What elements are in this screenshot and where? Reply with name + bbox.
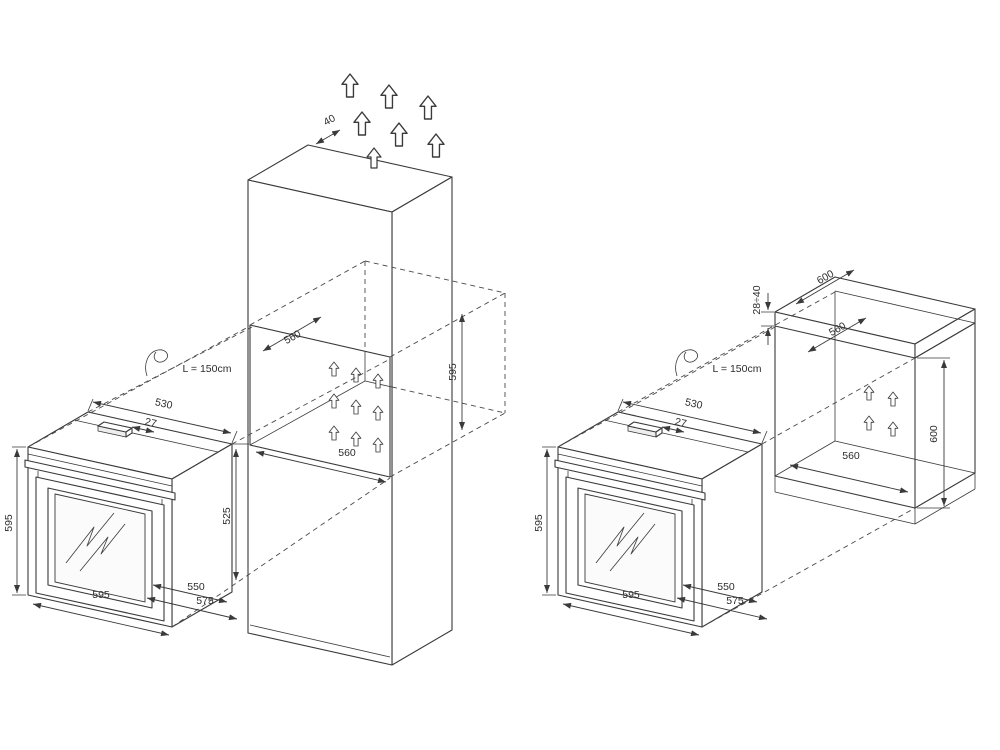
worktop-underside-edge [834,290,976,324]
niche-hidden-edges [249,260,506,478]
ventilation-arrows-niche [863,385,899,437]
cabinet-plinth [774,473,976,525]
ventilation-arrows-top [341,73,445,169]
insertion-guides [27,325,391,628]
dim-oven-total-depth-label: 575 [196,595,214,607]
dim-lower-section-label: 525 [221,507,233,525]
tall-cabinet-column [247,144,506,666]
niche-floor-edge [249,380,366,446]
dim-oven-height-label: 595 [533,514,545,532]
dim-oven-total-depth-label: 575 [726,595,744,607]
column-front-face [247,179,393,666]
dim-oven-depth-label: 550 [717,581,735,593]
column-side-face [391,176,453,666]
dim-oven-width-label: 595 [622,589,640,601]
niche-floor-left-edge [774,440,836,477]
right-dimensions: 28÷40 600 L = 150cm 530 27 595 595 550 [533,268,950,637]
dim-niche-height-label: 600 [928,425,940,443]
niche-front-bottom-edge [774,475,916,509]
cable-length-label: L = 150cm [713,363,762,375]
column-plinth-line [249,624,391,658]
dim-control-depth-label: 27 [674,416,688,430]
base-cabinet [774,276,976,525]
left-dimensions: 40 L = 150cm 530 27 595 595 550 575 [3,112,465,637]
dim-oven-top-width-label: 530 [684,396,704,412]
dim-oven-depth-label: 550 [187,581,205,593]
dim-oven-height-label: 595 [3,514,15,532]
dim-niche-height-label: 595 [447,363,459,381]
dim-oven-top-width-label: 530 [154,396,174,412]
dim-control-depth-label: 27 [144,416,158,430]
cable-length-label: L = 150cm [183,363,232,375]
dim-niche-width-label: 560 [842,450,860,462]
dim-oven-width-label: 595 [92,589,110,601]
dim-vent-gap-label: 40 [322,112,338,128]
dim-worktop-thickness-label: 28÷40 [751,285,763,314]
niche-floor-back-edge [834,440,976,474]
left-installation-diagram: 40 L = 150cm 530 27 595 595 550 575 [3,73,506,666]
dim-niche-width-label: 560 [338,447,356,459]
power-cable [145,349,169,377]
right-installation-diagram: 28÷40 600 L = 150cm 530 27 595 595 550 [533,268,976,637]
